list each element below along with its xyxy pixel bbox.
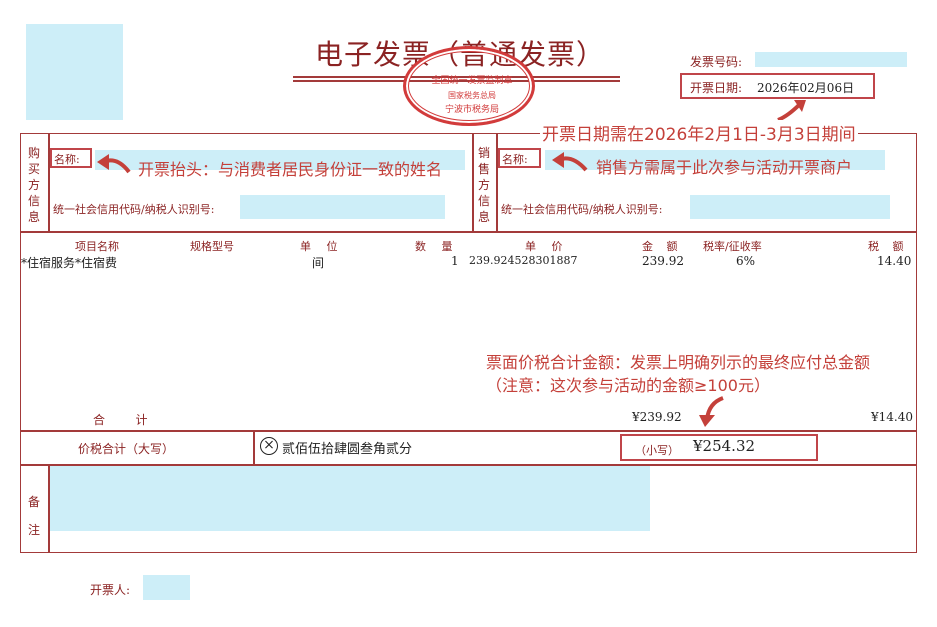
grand-total-lowercase-label: （小写）	[635, 444, 679, 457]
buyer-name-highlight	[50, 148, 92, 168]
col-header-amount: 金 额	[642, 240, 678, 253]
issue-date-label: 开票日期:	[690, 81, 743, 95]
invoice-table	[20, 133, 917, 553]
seller-name-label: 名称:	[502, 153, 528, 166]
item-unit: 间	[312, 256, 325, 270]
seal-top-text: 全国统一发票监制章	[431, 76, 513, 86]
total-label: 合 计	[93, 413, 148, 427]
amount-annotation-line2: （注意：这次参与活动的金额≥100元）	[484, 372, 772, 396]
amount-annotation-line1: 票面价税合计金额：发票上明确列示的最终应付总金额	[484, 349, 873, 373]
buyer-name-redacted	[95, 150, 465, 170]
arrow-left-icon	[97, 154, 131, 174]
divider	[20, 231, 917, 233]
issue-date-highlight	[680, 73, 875, 99]
arrow-down-icon	[699, 396, 724, 427]
official-seal: 全国统一发票监制章 国家税务总局 宁波市税务局	[403, 46, 535, 126]
item-rate: 6%	[736, 254, 756, 268]
seal-bottom-text: 宁波市税务局	[444, 105, 499, 115]
issue-date: 2026年02月06日	[757, 81, 855, 95]
col-header-spec: 规格型号	[190, 240, 234, 253]
divider	[48, 133, 50, 231]
arrow-left-icon	[552, 152, 588, 172]
item-amount: 239.92	[642, 254, 684, 268]
grand-total-lowercase: ¥254.32	[693, 437, 756, 455]
item-name: *住宿服务*住宿费	[21, 256, 118, 270]
issuer-redacted	[143, 575, 190, 600]
buyer-tax-id-label: 统一社会信用代码/纳税人识别号:	[53, 203, 215, 216]
arrow-icon	[777, 100, 806, 122]
divider	[20, 430, 917, 432]
col-header-unit: 单 位	[300, 240, 338, 253]
col-header-price: 单 价	[525, 240, 563, 253]
divider	[20, 464, 917, 466]
grand-total-label: 价税合计（大写）	[78, 442, 175, 456]
grand-total-highlight	[620, 434, 818, 461]
divider	[48, 464, 50, 552]
issuer-label: 开票人:	[90, 583, 131, 597]
circle-x-icon: ×	[260, 437, 278, 455]
divider	[496, 133, 498, 231]
grand-total-uppercase: 贰佰伍拾肆圆叁角贰分	[282, 442, 413, 457]
seal-middle-text: 国家税务总局	[448, 91, 496, 100]
buyer-tax-id-redacted	[240, 195, 445, 219]
buyer-section-label: 购买方信息	[27, 146, 40, 224]
seller-tax-id-label: 统一社会信用代码/纳税人识别号:	[501, 203, 663, 216]
seller-annotation: 销售方需属于此次参与活动开票商户	[596, 158, 853, 177]
item-price: 239.924528301887	[469, 254, 578, 267]
item-qty: 1	[451, 254, 459, 268]
item-tax: 14.40	[877, 254, 912, 268]
divider	[472, 133, 474, 231]
col-header-qty: 数 量	[415, 240, 453, 253]
date-annotation: 开票日期需在2026年2月1日-3月3日期间	[540, 120, 858, 145]
remarks-redacted	[50, 466, 650, 531]
remarks-label: 备注	[27, 495, 40, 537]
total-tax: ¥14.40	[871, 410, 913, 424]
seller-name-redacted	[545, 150, 885, 170]
seller-section-label: 销售方信息	[477, 146, 490, 224]
buyer-name-label: 名称:	[54, 153, 80, 166]
divider	[253, 430, 255, 464]
col-header-tax: 税 额	[868, 240, 904, 253]
col-header-name: 项目名称	[75, 240, 119, 253]
invoice-number-label: 发票号码:	[690, 55, 743, 69]
col-header-rate: 税率/征收率	[703, 240, 762, 253]
buyer-annotation: 开票抬头：与消费者居民身份证一致的姓名	[138, 160, 443, 179]
invoice-number-redacted	[755, 52, 907, 67]
seller-tax-id-redacted	[690, 195, 890, 219]
qr-code-redacted	[26, 24, 123, 120]
seller-name-highlight	[498, 148, 541, 168]
total-amount: ¥239.92	[632, 410, 682, 424]
